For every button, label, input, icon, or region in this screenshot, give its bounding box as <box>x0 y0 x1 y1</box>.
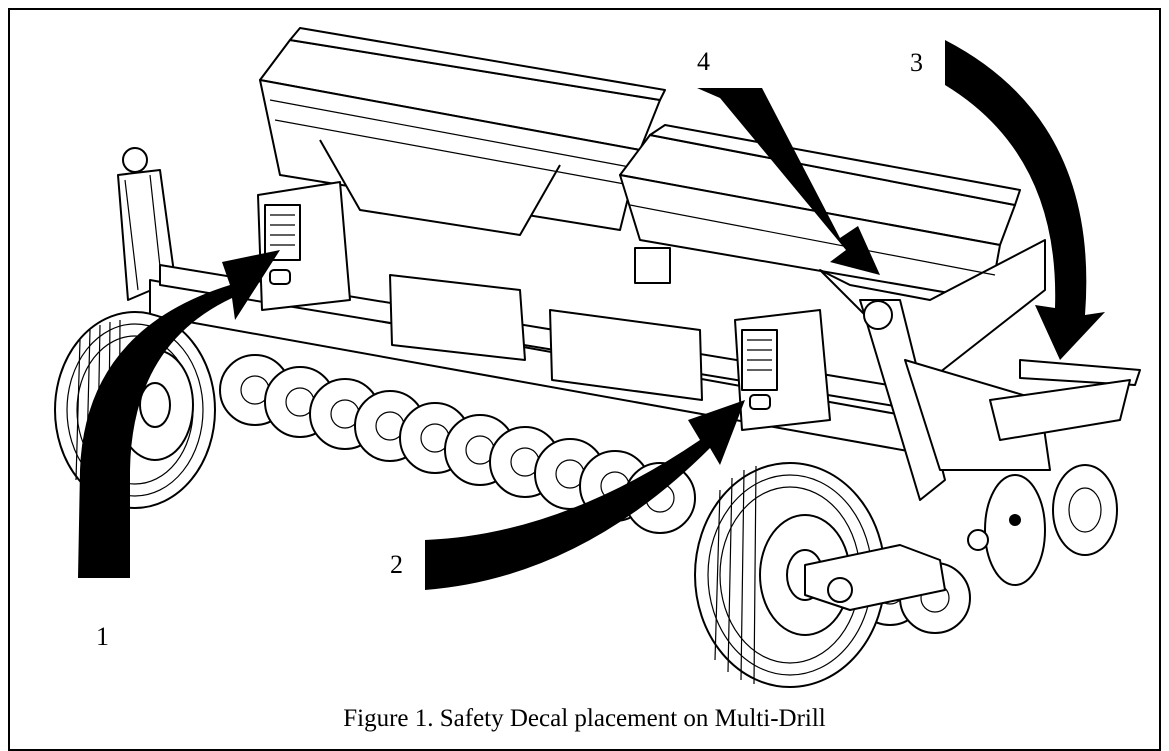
arrow-3 <box>945 40 1105 360</box>
right-wheel <box>694 462 946 688</box>
arrow-1 <box>78 250 280 578</box>
rear-platform <box>989 359 1141 441</box>
arrow-4 <box>697 88 880 275</box>
callout-number-2: 2 <box>390 550 403 579</box>
coulter-discs <box>967 464 1118 586</box>
figure-caption: Figure 1. Safety Decal placement on Mult… <box>343 705 826 732</box>
right-hopper <box>619 124 1046 381</box>
center-boxes <box>389 247 703 401</box>
callout-number-3: 3 <box>910 48 923 77</box>
arrow-2 <box>425 400 745 590</box>
callout-number-4: 4 <box>697 47 710 76</box>
callout-number-1: 1 <box>96 622 109 651</box>
right-side-panel <box>734 309 831 431</box>
right-hitch-tower <box>859 299 1051 501</box>
left-hopper <box>259 27 666 236</box>
left-side-panel <box>257 181 351 311</box>
